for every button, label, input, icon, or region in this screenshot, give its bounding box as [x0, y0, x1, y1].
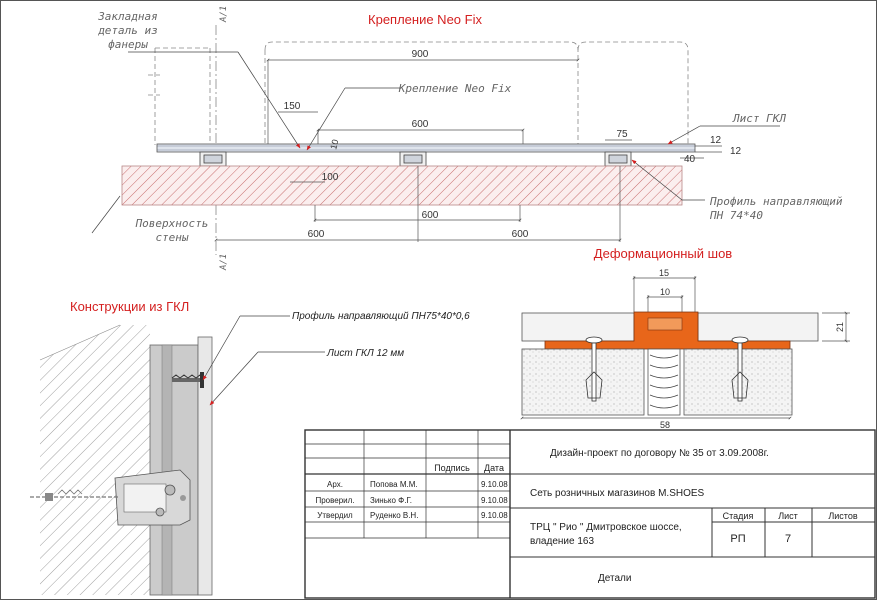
dim-600-mid: 600: [422, 210, 439, 221]
wall-hatch: [40, 325, 150, 595]
anchor-icon: [30, 489, 118, 501]
tb-stage-label: Стадия: [723, 511, 754, 521]
tb-row2-role: Проверил.: [315, 496, 354, 505]
joint-dim-15: 15: [659, 268, 669, 278]
axis-mark-top: А/1: [219, 6, 229, 23]
joint-title: Деформационный шов: [594, 246, 733, 261]
gkl-profile-label: Профиль направляющий ПН75*40*0,6: [292, 310, 470, 322]
guide-profiles: [199, 151, 632, 167]
label-mortgage-1: Закладная: [97, 10, 158, 23]
dim-600-top: 600: [412, 119, 429, 130]
neofix-detail: Крепление Neo Fix А/1 А/1: [91, 6, 843, 271]
tb-row2-name: Зинько Ф.Г.: [370, 496, 412, 505]
gkl-sheet-board: [197, 336, 213, 596]
joint-insulation: [647, 348, 681, 416]
tb-row3-name: Руденко В.Н.: [370, 511, 418, 520]
label-profile-1: Профиль направляющий: [709, 195, 843, 208]
dim-600-right: 600: [512, 229, 529, 240]
label-wall-1: Поверхность: [135, 217, 209, 230]
dim-150: 150: [284, 101, 301, 112]
label-mortgage-2: деталь из: [97, 24, 158, 37]
title-block-text: Подпись Дата Арх. Попова М.М. 9.10.08 Пр…: [315, 448, 857, 584]
label-gkl-sheet: Лист ГКЛ: [732, 112, 786, 125]
tb-sheets-label: Листов: [828, 511, 857, 521]
expansion-joint-detail: Деформационный шов 15 10 21 58: [520, 246, 850, 430]
label-profile-2: ПН 74*40: [709, 209, 763, 222]
tb-network: Сеть розничных магазинов M.SHOES: [530, 488, 705, 499]
joint-base-left: [521, 348, 645, 416]
tb-row1-date: 9.10.08: [481, 480, 508, 489]
neofix-title: Крепление Neo Fix: [368, 12, 482, 27]
joint-dim-10: 10: [660, 287, 670, 297]
tb-address-1: ТРЦ " Рио " Дмитровское шоссе,: [530, 522, 682, 533]
gkl-title: Конструкции из ГКЛ: [70, 299, 189, 314]
joint-board-left: [521, 312, 635, 342]
tb-drawing-name: Детали: [598, 573, 631, 584]
label-mortgage-3: фанеры: [108, 38, 148, 51]
tb-col-date: Дата: [484, 463, 504, 473]
joint-anchor-left-icon: [585, 336, 603, 402]
dim-600-left: 600: [308, 229, 325, 240]
joint-anchor-right-icon: [731, 336, 749, 402]
label-neofix: Крепление Neo Fix: [398, 82, 512, 95]
dim-40: 40: [684, 154, 696, 165]
joint-dims: [520, 276, 850, 420]
tb-row1-name: Попова М.М.: [370, 480, 418, 489]
tb-col-signature: Подпись: [434, 463, 470, 473]
label-wall-2: стены: [155, 231, 188, 244]
tb-address-2: владение 163: [530, 536, 594, 547]
bracket-icon: [114, 469, 191, 526]
stud-outline: [148, 41, 689, 145]
dim-75: 75: [616, 129, 628, 140]
axis-mark-bottom: А/1: [219, 254, 229, 271]
dim-100: 100: [322, 172, 339, 183]
gkl-construction-detail: Конструкции из ГКЛ Профиль направляющий …: [30, 299, 470, 596]
gkl-sheet-strip: [156, 143, 696, 153]
joint-dim-21: 21: [835, 322, 845, 332]
title-block: [304, 429, 876, 599]
gkl-leaders: [202, 315, 325, 406]
tb-row3-date: 9.10.08: [481, 511, 508, 520]
tb-row2-date: 9.10.08: [481, 496, 508, 505]
gkl-sheet-label: Лист ГКЛ 12 мм: [326, 348, 404, 359]
wall-section: [121, 165, 683, 206]
dim-10: 10: [328, 138, 340, 150]
tb-stage: РП: [730, 533, 745, 545]
dimension-lines: [214, 58, 722, 242]
screw-icon: [171, 372, 205, 388]
dim-900: 900: [412, 49, 429, 60]
joint-board-right: [697, 312, 819, 342]
guide-profile-body: [149, 344, 199, 596]
leader-lines: [91, 51, 780, 234]
dim-12-a: 12: [710, 135, 722, 146]
tb-sheet-label: Лист: [778, 511, 798, 521]
tb-row1-role: Арх.: [327, 480, 343, 489]
tb-row3-role: Утвердил: [317, 511, 353, 520]
tb-sheet: 7: [785, 533, 791, 545]
dim-12-b: 12: [730, 146, 742, 157]
tb-project: Дизайн-проект по договору № 35 от 3.09.2…: [550, 448, 769, 459]
joint-dim-58: 58: [660, 420, 670, 430]
